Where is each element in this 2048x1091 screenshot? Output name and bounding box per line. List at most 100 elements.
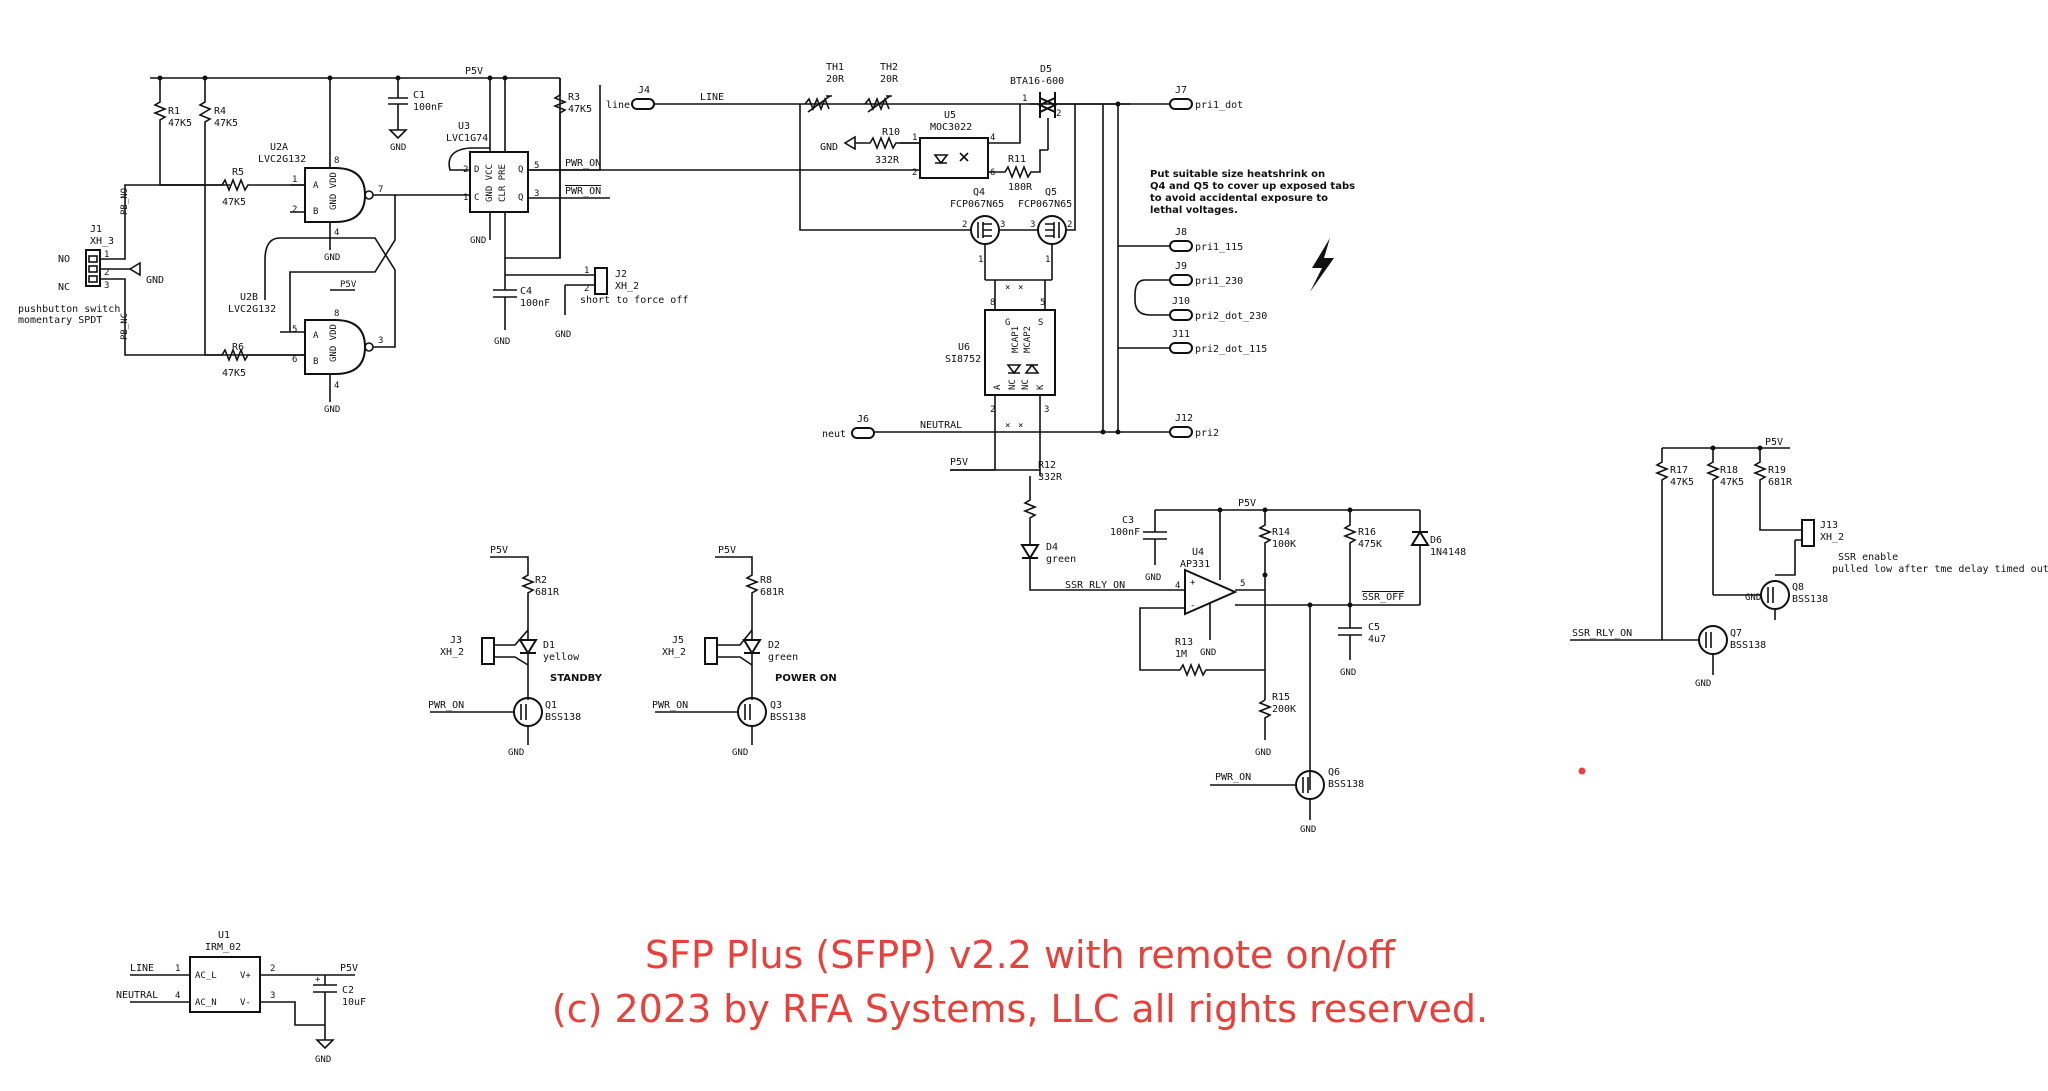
svg-text:J12: J12	[1175, 413, 1193, 424]
svg-text:P5V: P5V	[950, 457, 968, 468]
svg-text:pri2_dot_230: pri2_dot_230	[1195, 311, 1267, 322]
svg-text:A: A	[313, 331, 319, 341]
svg-text:1: 1	[292, 175, 297, 185]
svg-text:V-: V-	[240, 998, 251, 1008]
svg-text:GND: GND	[1695, 679, 1711, 689]
gate-u2b: AB GND VDD 563 P5V GND U2B LVC2G132 84	[228, 280, 383, 415]
svg-text:47K5: 47K5	[1720, 477, 1744, 488]
diode-d6: D6 1N4148	[1410, 510, 1466, 605]
svg-text:3: 3	[534, 189, 539, 199]
resistor-r4: R4 47K5	[198, 78, 280, 356]
svg-text:GND: GND	[494, 337, 510, 347]
svg-text:MCAP2: MCAP2	[1023, 326, 1033, 353]
svg-text:TH1: TH1	[826, 62, 844, 73]
svg-text:BSS138: BSS138	[545, 712, 581, 723]
svg-text:NC: NC	[58, 282, 70, 293]
svg-text:Q4: Q4	[973, 187, 985, 198]
resistor-r15: R15 200K GND	[1255, 692, 1296, 758]
resistor-r14: R14 100K	[1257, 510, 1296, 700]
svg-text:XH_2: XH_2	[1820, 532, 1844, 543]
svg-text:4: 4	[990, 133, 995, 143]
svg-text:R15: R15	[1272, 692, 1290, 703]
svg-text:D2: D2	[768, 640, 780, 651]
svg-text:GND: GND	[324, 253, 340, 263]
svg-text:R2: R2	[535, 575, 547, 586]
high-voltage-hazard-icon	[1310, 238, 1334, 292]
svg-text:GND: GND	[1145, 573, 1161, 583]
thermistor-th2: TH2 20R	[864, 62, 899, 113]
svg-text:Q6: Q6	[1328, 767, 1340, 778]
svg-text:-: -	[1190, 601, 1195, 611]
svg-text:SSR_RLY_ON: SSR_RLY_ON	[1065, 580, 1125, 591]
svg-text:5: 5	[534, 161, 539, 171]
footer-title: SFP Plus (SFPP) v2.2 with remote on/off	[645, 933, 1395, 977]
svg-text:×: ×	[1018, 283, 1023, 293]
svg-text:1: 1	[978, 255, 983, 265]
svg-text:R10: R10	[882, 127, 900, 138]
svg-text:2: 2	[463, 165, 468, 175]
svg-text:lethal voltages.: lethal voltages.	[1150, 205, 1238, 216]
led-d4: D4 green SSR_RLY_ON	[1020, 542, 1140, 591]
svg-text:Q1: Q1	[545, 700, 557, 711]
svg-text:A: A	[993, 384, 1003, 390]
svg-text:LINE: LINE	[700, 92, 724, 103]
svg-text:B: B	[313, 357, 318, 367]
svg-text:1M: 1M	[1175, 649, 1187, 660]
svg-text:GND: GND	[146, 275, 164, 286]
svg-text:1: 1	[1045, 255, 1050, 265]
svg-text:GND: GND	[324, 405, 340, 415]
resistor-r13: R13 1M	[1175, 637, 1265, 678]
svg-text:XH_2: XH_2	[440, 647, 464, 658]
svg-text:20R: 20R	[826, 74, 845, 85]
svg-text:3: 3	[378, 336, 383, 346]
svg-text:47K5: 47K5	[568, 104, 592, 115]
mosfet-q6: PWR_ON Q6 BSS138 GND	[1210, 767, 1364, 835]
svg-text:1: 1	[104, 250, 109, 260]
svg-text:R5: R5	[232, 167, 244, 178]
svg-text:+: +	[315, 975, 321, 985]
svg-text:R19: R19	[1768, 465, 1786, 476]
svg-text:BSS138: BSS138	[1328, 779, 1364, 790]
svg-text:P5V: P5V	[490, 545, 508, 556]
svg-text:AP331: AP331	[1180, 559, 1210, 570]
svg-text:1: 1	[1022, 94, 1027, 104]
svg-text:J9: J9	[1175, 261, 1187, 272]
svg-text:8: 8	[334, 156, 339, 166]
svg-text:GND VDD: GND VDD	[329, 172, 339, 210]
svg-text:XH_2: XH_2	[615, 281, 639, 292]
svg-text:FCP067N65: FCP067N65	[1018, 199, 1072, 210]
svg-text:G: G	[1005, 318, 1010, 328]
svg-text:U6: U6	[958, 342, 970, 353]
svg-text:J6: J6	[857, 414, 869, 425]
svg-text:Q4 and Q5 to cover up exposed: Q4 and Q5 to cover up exposed tabs	[1150, 181, 1355, 192]
svg-text:pulled low after tme delay ti: pulled low after tme delay timed out	[1832, 564, 2048, 575]
svg-text:100nF: 100nF	[1110, 527, 1140, 538]
svg-text:3: 3	[1044, 405, 1049, 415]
svg-text:GND: GND	[1340, 668, 1356, 678]
net-label-p5v: P5V	[465, 66, 483, 77]
svg-text:GND: GND	[315, 1055, 331, 1065]
svg-text:×: ×	[1005, 283, 1010, 293]
svg-text:AC_L: AC_L	[195, 971, 217, 981]
svg-text:×: ×	[1005, 421, 1010, 431]
svg-text:47K5: 47K5	[1670, 477, 1694, 488]
svg-text:332R: 332R	[1038, 472, 1063, 483]
svg-text:D1: D1	[543, 640, 555, 651]
svg-text:pri2: pri2	[1195, 428, 1219, 439]
capacitor-c2: + C2 10uF GND	[313, 975, 366, 1065]
resistor-r3: R3 47K5	[552, 78, 592, 258]
svg-text:GND: GND	[1200, 648, 1216, 658]
svg-text:5: 5	[1240, 579, 1245, 589]
svg-text:SSR_OFF: SSR_OFF	[1362, 592, 1404, 603]
connector-j1: GND 123 J1 XH_3 NO NC pushbutton switch …	[18, 184, 230, 356]
svg-text:BSS138: BSS138	[770, 712, 806, 723]
net-neutral: J6 neut NEUTRAL J12 pri2 P5V	[822, 104, 1219, 471]
svg-text:2: 2	[962, 220, 967, 230]
svg-text:P5V: P5V	[718, 545, 736, 556]
svg-text:U2B: U2B	[240, 292, 258, 303]
svg-text:200K: 200K	[1272, 704, 1296, 715]
svg-text:PWR_ON: PWR_ON	[1215, 772, 1251, 783]
svg-text:R18: R18	[1720, 465, 1738, 476]
svg-text:PWR_ON: PWR_ON	[428, 700, 464, 711]
